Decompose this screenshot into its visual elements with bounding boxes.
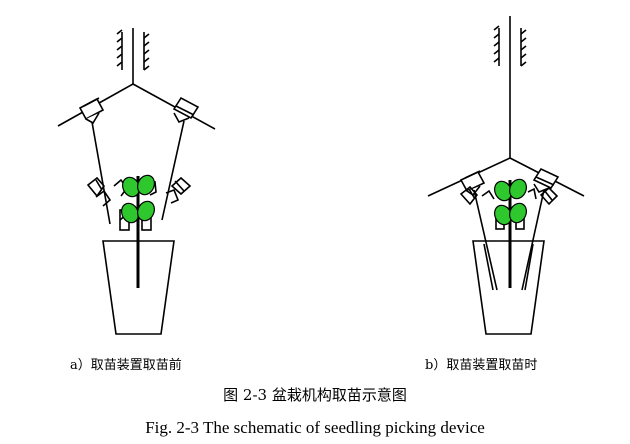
panel-a-right-slider (172, 96, 200, 124)
panel-b-label: b）取苗装置取苗时 (425, 358, 538, 373)
panel-a-left-needle (91, 121, 111, 225)
panel-b-left-inner-needle (483, 243, 494, 291)
panel-b-left-slider (459, 170, 486, 197)
panel-b-right-slider (532, 167, 560, 193)
panel-b-left-needle (473, 189, 498, 291)
panel-a-pot (102, 240, 175, 335)
panel-b-guide-rail (493, 16, 527, 158)
panel-a-right-claw (165, 176, 192, 204)
panel-a-left-claw (86, 176, 112, 207)
panel-b-seedling (494, 178, 527, 288)
panel-b-left-claw (459, 185, 495, 206)
panel-a-seedling (121, 174, 155, 288)
panel-b-pot (472, 240, 545, 335)
panel-a-label: a）取苗装置取苗前 (70, 358, 182, 373)
figure-caption-chinese: 图 2-3 盆栽机构取苗示意图 (223, 386, 407, 404)
figure-caption-english: Fig. 2-3 The schematic of seedling picki… (145, 418, 485, 437)
panel-a-leaf (137, 200, 155, 222)
panel-b-right-claw (527, 186, 559, 206)
panel-b-leaf (509, 202, 527, 224)
panel-a-guide-rail (116, 28, 150, 84)
panel-a-right-needle (161, 120, 185, 221)
panel-a-leaf (121, 202, 139, 224)
panel-a-left-slider (78, 97, 105, 125)
panel-b-right-inner-needle (524, 243, 534, 291)
panel-b-diagram (427, 16, 585, 335)
panel-a-diagram (57, 28, 216, 335)
panel-a-leaf (137, 174, 155, 196)
panel-b-leaf (509, 178, 527, 200)
panel-b-right-needle (521, 189, 545, 291)
